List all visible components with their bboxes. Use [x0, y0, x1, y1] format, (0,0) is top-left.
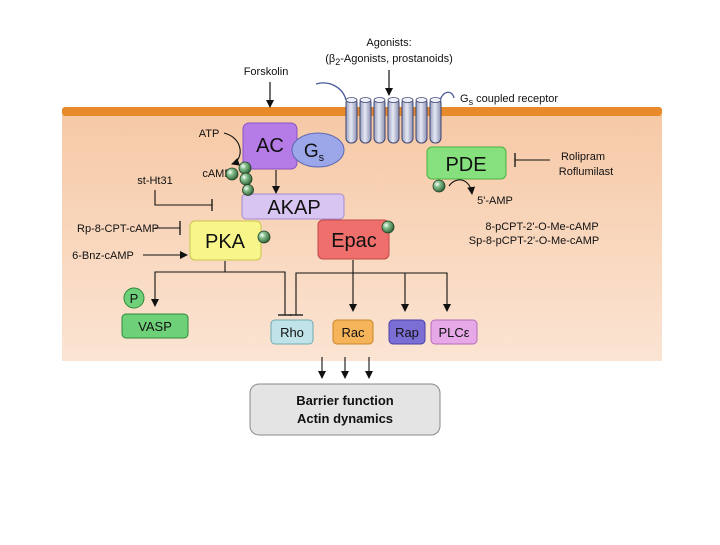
receptor-helix-top [415, 97, 428, 103]
receptor-helix [345, 97, 358, 144]
rac-label: Rac [341, 325, 365, 340]
8-pcpt-label: 8-pCPT-2'-O-Me-cAMP [485, 221, 598, 233]
akap-label: AKAP [267, 197, 320, 219]
camp-molecule [242, 184, 254, 196]
receptor-label: Gs coupled receptor [460, 93, 558, 107]
receptor-helix-top [387, 97, 400, 103]
rp-8-cpt-camp-label: Rp-8-CPT-cAMP [77, 223, 159, 235]
pka-label: PKA [205, 231, 246, 253]
pde-hydrolysis-arrow [448, 179, 476, 195]
outcome-actin-dynamics: Actin dynamics [297, 411, 393, 426]
agonists-title: Agonists: [366, 37, 411, 49]
st-ht31-label: st-Ht31 [137, 175, 172, 187]
st-ht31-inhibit [154, 190, 212, 206]
atp-label: ATP [199, 128, 220, 140]
rolipram-label: Rolipram [561, 151, 605, 163]
camp-molecule [257, 230, 271, 244]
camp-molecule [432, 179, 446, 193]
phospho-circle [123, 287, 145, 309]
epac-label: Epac [331, 230, 377, 252]
receptor-helix [387, 97, 400, 144]
rap-box [388, 319, 426, 345]
vasp-box [121, 313, 189, 339]
receptor-helix [401, 97, 414, 144]
gs-label: Gs [304, 141, 325, 164]
rho-label: Rho [280, 325, 304, 340]
pde-box [426, 146, 507, 180]
receptor-helix-top [345, 97, 358, 103]
outcome-barrier-function: Barrier function [296, 393, 394, 408]
pde-label: PDE [445, 154, 486, 176]
camp-molecule [238, 161, 252, 175]
camp-label: cAMP [202, 168, 231, 180]
roflumilast-label: Roflumilast [559, 166, 613, 178]
receptor-helix [359, 97, 372, 144]
receptor-helix [415, 97, 428, 144]
receptor-helix-top [401, 97, 414, 103]
receptor-helix [373, 97, 386, 144]
ac-label: AC [256, 135, 284, 157]
atp-to-camp-arrow [223, 132, 241, 166]
agonists-list: (β2-Agonists, prostanoids) [325, 53, 453, 67]
receptor-helix-top [359, 97, 372, 103]
forskolin-label: Forskolin [244, 66, 289, 78]
6-bnz-camp-label: 6-Bnz-cAMP [72, 250, 134, 262]
pathway-connectors [151, 260, 451, 316]
camp-molecule [225, 167, 239, 181]
receptor-helix [429, 97, 442, 144]
epac-box [317, 219, 390, 260]
gs-oval [291, 132, 345, 168]
akap-box [241, 193, 345, 220]
receptor-helix-top [373, 97, 386, 103]
receptor-helix-top [429, 97, 442, 103]
rap-label: Rap [395, 325, 419, 340]
rho-box [270, 319, 314, 345]
plc-label: PLCε [438, 325, 469, 340]
phospho-label: P [130, 291, 139, 306]
camp-molecule [239, 172, 253, 186]
rac-box [332, 319, 374, 345]
vasp-label: VASP [138, 319, 172, 334]
5amp-label: 5'-AMP [477, 195, 513, 207]
camp-molecule [381, 220, 395, 234]
outcome-box [249, 383, 441, 436]
outcome-arrows [318, 357, 373, 379]
gs-coupled-receptor [315, 82, 455, 144]
plc-box [430, 319, 478, 345]
sp-8-pcpt-label: Sp-8-pCPT-2'-O-Me-cAMP [469, 235, 599, 247]
